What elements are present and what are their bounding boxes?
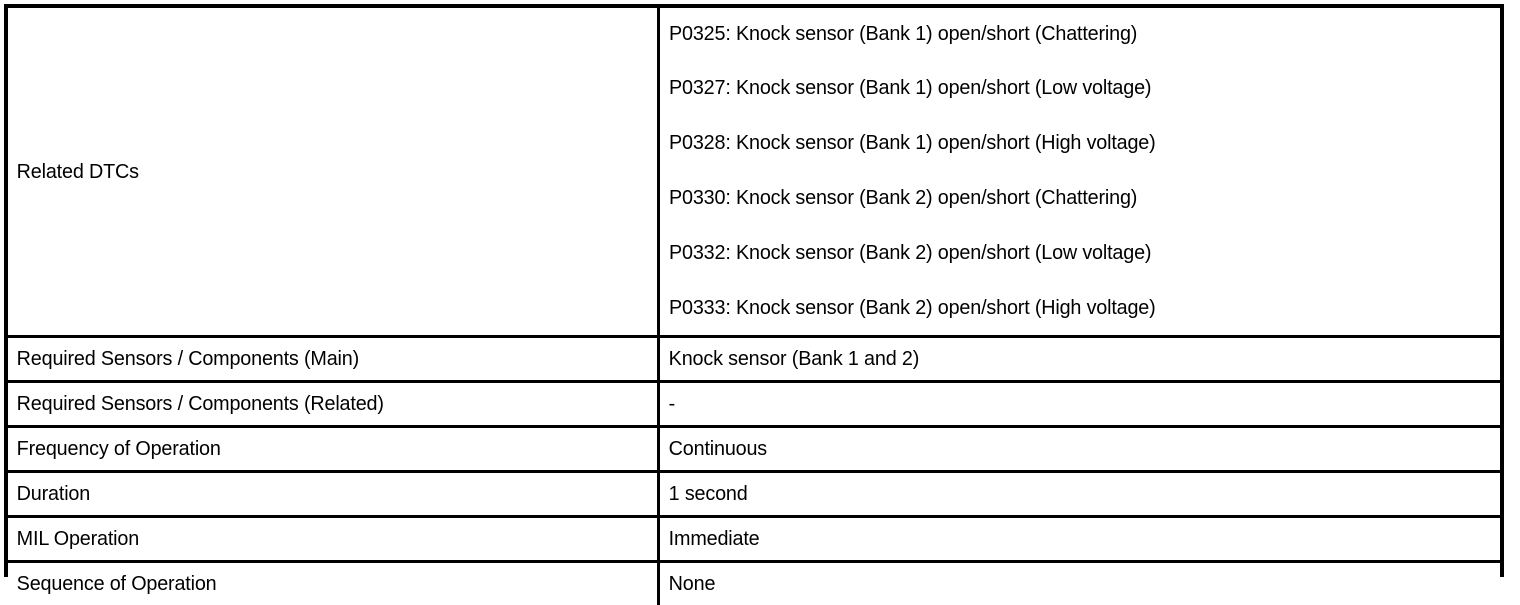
dtc-list: P0325: Knock sensor (Bank 1) open/short … — [660, 8, 1500, 335]
row-value-frequency-of-operation: Continuous — [660, 437, 1471, 461]
dtc-list-item: P0328: Knock sensor (Bank 1) open/short … — [669, 115, 1463, 170]
table-row: Required Sensors / Components (Related) … — [8, 382, 1500, 427]
dtc-list-item: P0332: Knock sensor (Bank 2) open/short … — [669, 225, 1463, 280]
row-label-duration: Duration — [8, 482, 634, 506]
dtc-specification-grid: Related DTCs P0325: Knock sensor (Bank 1… — [8, 8, 1500, 605]
row-value-cell: 1 second — [659, 472, 1501, 517]
row-label-cell: Frequency of Operation — [8, 427, 659, 472]
row-value-cell-related-dtcs: P0325: Knock sensor (Bank 1) open/short … — [659, 8, 1501, 337]
table-body: Related DTCs P0325: Knock sensor (Bank 1… — [8, 8, 1500, 605]
row-value-cell: - — [659, 382, 1501, 427]
table-row: Duration 1 second — [8, 472, 1500, 517]
row-label-cell: Duration — [8, 472, 659, 517]
row-label-cell-related-dtcs: Related DTCs — [8, 8, 659, 337]
row-value-duration: 1 second — [660, 482, 1471, 506]
row-value-cell: Knock sensor (Bank 1 and 2) — [659, 337, 1501, 382]
table-row-related-dtcs: Related DTCs P0325: Knock sensor (Bank 1… — [8, 8, 1500, 337]
row-value-cell: Immediate — [659, 517, 1501, 562]
row-label-cell: Sequence of Operation — [8, 562, 659, 605]
row-value-sequence-of-operation: None — [660, 572, 1471, 596]
row-value-mil-operation: Immediate — [660, 527, 1471, 551]
table-row: Frequency of Operation Continuous — [8, 427, 1500, 472]
dtc-list-item: P0330: Knock sensor (Bank 2) open/short … — [669, 170, 1463, 225]
table-row: Required Sensors / Components (Main) Kno… — [8, 337, 1500, 382]
table-row: MIL Operation Immediate — [8, 517, 1500, 562]
specification-table: Related DTCs P0325: Knock sensor (Bank 1… — [4, 4, 1504, 577]
row-value-required-sensors-related: - — [660, 392, 1471, 416]
row-label-cell: Required Sensors / Components (Related) — [8, 382, 659, 427]
row-label-cell: MIL Operation — [8, 517, 659, 562]
row-label-related-dtcs: Related DTCs — [8, 160, 634, 184]
row-value-cell: Continuous — [659, 427, 1501, 472]
dtc-list-item: P0325: Knock sensor (Bank 1) open/short … — [669, 8, 1463, 60]
dtc-list-item: P0327: Knock sensor (Bank 1) open/short … — [669, 60, 1463, 115]
row-label-required-sensors-main: Required Sensors / Components (Main) — [8, 347, 634, 371]
row-value-cell: None — [659, 562, 1501, 605]
row-label-frequency-of-operation: Frequency of Operation — [8, 437, 634, 461]
row-label-cell: Required Sensors / Components (Main) — [8, 337, 659, 382]
row-label-sequence-of-operation: Sequence of Operation — [8, 572, 634, 596]
row-value-required-sensors-main: Knock sensor (Bank 1 and 2) — [660, 347, 1471, 371]
dtc-list-item: P0333: Knock sensor (Bank 2) open/short … — [669, 280, 1463, 335]
row-label-mil-operation: MIL Operation — [8, 527, 634, 551]
table-row: Sequence of Operation None — [8, 562, 1500, 605]
row-label-required-sensors-related: Required Sensors / Components (Related) — [8, 392, 634, 416]
